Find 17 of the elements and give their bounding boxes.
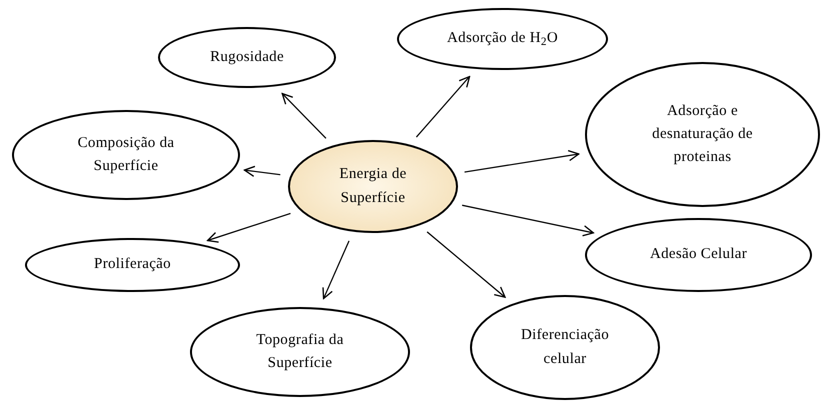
node-label: Diferenciação celular bbox=[520, 326, 610, 368]
arrow bbox=[244, 166, 280, 177]
arrow bbox=[464, 150, 580, 173]
arrow bbox=[462, 204, 594, 236]
node-label: Composição da Superfície bbox=[76, 134, 176, 176]
node-label: Adsorção e desnaturação de proteinas bbox=[651, 102, 754, 168]
arrow bbox=[416, 76, 470, 138]
arrow bbox=[322, 240, 350, 300]
arrow bbox=[206, 212, 291, 243]
node-label: Rugosidade bbox=[210, 48, 284, 67]
node-label: Adesão Celular bbox=[650, 245, 748, 264]
node-label: Energia de Superfície bbox=[338, 165, 408, 208]
node-label: Adsorção de H$_{2}$O bbox=[447, 29, 558, 50]
arrow bbox=[426, 231, 506, 298]
arrow bbox=[282, 92, 326, 139]
node-label: Proliferação bbox=[94, 255, 171, 274]
node-label: Topografia da Superfície bbox=[255, 330, 345, 373]
